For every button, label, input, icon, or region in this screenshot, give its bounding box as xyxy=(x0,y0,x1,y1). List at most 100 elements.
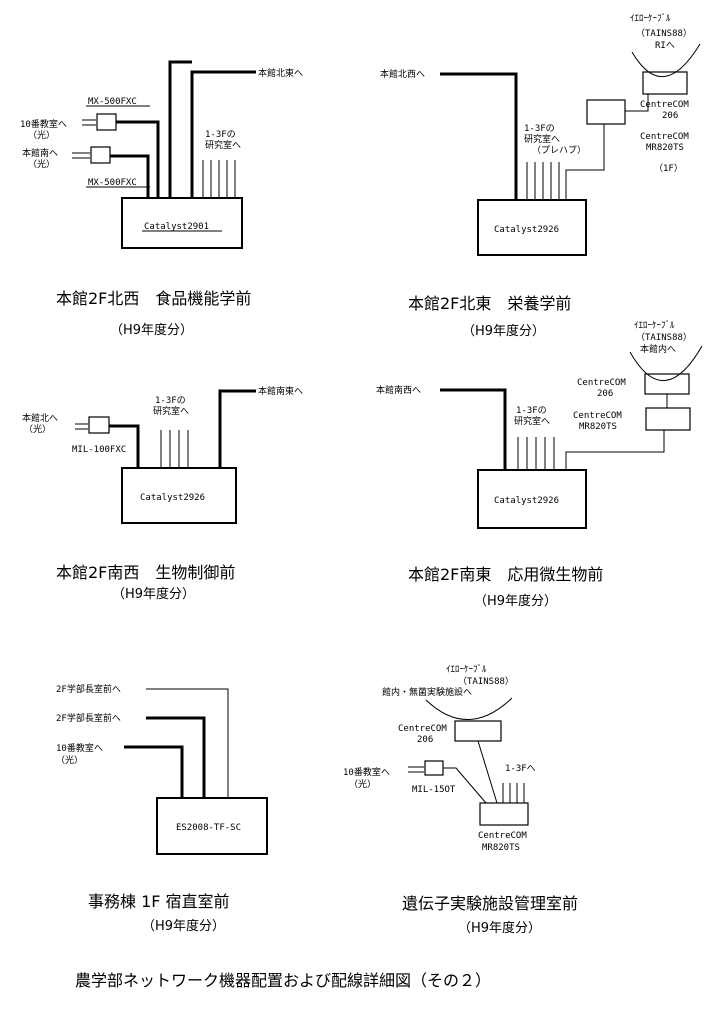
switch-catalyst2901 xyxy=(121,197,243,249)
label-to-sterile-lab: 館内・無菌実験施設へ xyxy=(382,686,472,698)
figure-caption: 農学部ネットワーク機器配置および配線詳細図（その２） xyxy=(75,971,491,990)
panel-honkan-2f-southeast: 本館南西へ 1-3Fの 研究室へ Catalyst2926 ｲｴﾛｰｹｰﾌﾞﾙ … xyxy=(376,320,703,609)
label-centre206-1: CentreCOM xyxy=(577,378,626,388)
label-honkan-north: 本館北へ xyxy=(22,412,58,424)
panel-title: 遺伝子実験施設管理室前 xyxy=(402,894,578,913)
label-tains88: （TAINS88） xyxy=(636,332,692,343)
label-line2: 2F学部長室前へ xyxy=(56,712,121,724)
device-label: ES2008-TF-SC xyxy=(176,823,241,833)
label-yellow-cable: ｲｴﾛｰｹｰﾌﾞﾙ xyxy=(446,664,487,675)
device-label: Catalyst2926 xyxy=(494,496,559,506)
lab-cable-bundle xyxy=(526,162,560,200)
label-centre206-2: 206 xyxy=(417,735,433,745)
label-mr820-1: CentreCOM xyxy=(573,411,622,421)
device-label: Catalyst2926 xyxy=(140,493,205,503)
panel-title: 本館2F南東 応用微生物前 xyxy=(408,565,603,584)
panel-year: （H9年度分） xyxy=(462,323,545,339)
panel-title: 本館2F北東 栄養学前 xyxy=(408,294,571,313)
label-lab: 1-3Fへ xyxy=(505,764,536,774)
link-north xyxy=(109,424,140,468)
label-lab-line2: 研究室へ xyxy=(524,133,560,145)
link-line1 xyxy=(146,688,229,798)
label-lab-line2: 研究室へ xyxy=(153,405,189,417)
fiber-north xyxy=(75,423,88,430)
switch-catalyst2926 xyxy=(477,469,587,529)
label-lab-line1: 1-3Fの xyxy=(524,124,555,134)
lab-cable-bundle xyxy=(202,160,236,198)
label-to-northeast: 本館北東へ xyxy=(258,67,303,79)
link-room10 xyxy=(124,745,184,798)
yellow-cable-arc xyxy=(629,345,703,382)
fiber-room10 xyxy=(82,119,96,126)
panel-year: （H9年度分） xyxy=(142,918,225,934)
link-south xyxy=(110,154,150,198)
label-converter-bottom: MX-500FXC xyxy=(88,178,137,188)
link-room10 xyxy=(116,120,160,198)
label-yellow-cable: ｲｴﾛｰｹｰﾌﾞﾙ xyxy=(634,320,675,331)
label-lab-line1: 1-3Fの xyxy=(516,406,547,416)
switch-es2008 xyxy=(156,797,268,855)
panel-year: （H9年度分） xyxy=(110,322,193,338)
yellow-cable-arc xyxy=(425,697,513,720)
label-centre206-2: 206 xyxy=(597,389,613,399)
centrecom-mr820ts xyxy=(586,99,626,125)
device-label: Catalyst2901 xyxy=(144,222,209,232)
label-room10: 10番教室へ xyxy=(20,118,67,130)
label-lab-line3: （プレハブ） xyxy=(532,144,586,156)
label-centre206-1: CentreCOM xyxy=(398,724,447,734)
label-lab-line2: 研究室へ xyxy=(514,415,550,427)
converter-mil150t xyxy=(424,760,444,776)
device-label: Catalyst2926 xyxy=(494,225,559,235)
centrecom-mr820ts xyxy=(645,407,691,431)
panel-gene-lab: ｲｴﾛｰｹｰﾌﾞﾙ （TAINS88） 館内・無菌実験施設へ CentreCOM… xyxy=(343,664,578,936)
panel-year: （H9年度分） xyxy=(474,593,557,609)
label-lab-line1: 1-3Fの xyxy=(205,130,236,140)
label-north-optical: （光） xyxy=(24,423,51,435)
panel-title: 事務棟 1F 宿直室前 xyxy=(88,892,230,911)
label-to-southeast: 本館南東へ xyxy=(258,385,303,397)
lab-cable-bundle xyxy=(160,430,189,468)
label-converter: MIL-100FXC xyxy=(72,445,126,455)
panel-title: 本館2F南西 生物制御前 xyxy=(56,563,235,582)
centrecom-206 xyxy=(642,71,688,95)
yellow-cable-arc xyxy=(631,43,701,78)
label-room10-optical: （光） xyxy=(349,778,376,790)
label-lab-line2: 研究室へ xyxy=(205,139,241,151)
fiber-south xyxy=(72,152,90,159)
label-yellow-cable: ｲｴﾛｰｹｰﾌﾞﾙ xyxy=(630,13,671,24)
label-to-southwest: 本館南西へ xyxy=(376,384,421,396)
label-honkan-south: 本館南へ xyxy=(22,147,58,159)
label-room10: 10番教室へ xyxy=(56,742,103,754)
label-room10: 10番教室へ xyxy=(343,766,390,778)
label-tains88: （TAINS88） xyxy=(458,676,514,687)
centrecom-mr820ts xyxy=(479,802,529,826)
label-centre206-1: CentreCOM xyxy=(640,100,689,110)
label-line1: 2F学部長室前へ xyxy=(56,683,121,695)
label-lab-line1: 1-3Fの xyxy=(155,396,186,406)
panel-jimutou-1f: 2F学部長室前へ 2F学部長室前へ 10番教室へ （光） ES2008-TF-S… xyxy=(56,683,268,934)
panel-year: （H9年度分） xyxy=(458,920,541,936)
label-room10-optical: （光） xyxy=(28,129,55,141)
label-mr820-2: MR820TS xyxy=(482,843,520,853)
link-room10 xyxy=(443,767,487,804)
panel-year: （H9年度分） xyxy=(112,586,195,602)
label-mr820-1: CentreCOM xyxy=(478,831,527,841)
switch-catalyst2926 xyxy=(121,467,237,524)
centrecom-206 xyxy=(454,720,502,742)
panel-honkan-2f-southwest: 本館南東へ 1-3Fの 研究室へ 本館北へ （光） MIL-100FXC Cat… xyxy=(22,385,303,602)
label-south-optical: （光） xyxy=(28,158,55,170)
label-mr820-2: MR820TS xyxy=(579,422,617,432)
label-to-northwest: 本館北西へ xyxy=(380,68,425,80)
label-converter: MIL-15OT xyxy=(412,785,456,795)
lab-cable-bundle xyxy=(517,437,555,470)
label-converter-top: MX-500FXC xyxy=(88,97,137,107)
converter-mx500fxc-top xyxy=(96,113,117,131)
panel-honkan-2f-northeast: 本館北西へ 1-3Fの 研究室へ （プレハブ） Catalyst2926 ｲｴﾛ… xyxy=(380,13,701,339)
label-mr820-2: MR820TS xyxy=(646,143,684,153)
label-to-honkan-inside: 本館内へ xyxy=(640,343,676,355)
label-room10-optical: （光） xyxy=(56,754,83,766)
trunk-to-northwest xyxy=(440,72,518,200)
panel-honkan-2f-northwest: 本館北東へ 1-3Fの 研究室へ 10番教室へ （光） MX-500FXC 本館… xyxy=(20,60,303,338)
label-centre206-2: 206 xyxy=(662,111,678,121)
